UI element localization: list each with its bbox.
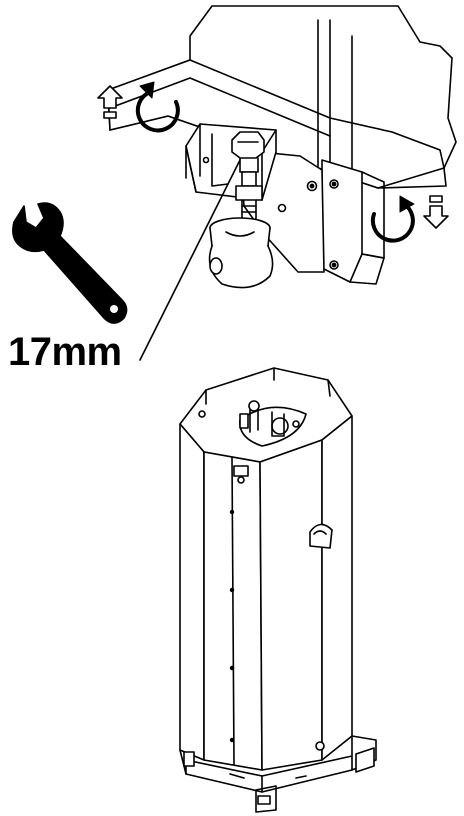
wrench-size-label: 17mm [8,330,122,374]
rotate-clockwise-icon [370,195,415,243]
wrench-icon [12,202,128,324]
rotate-counterclockwise-icon [135,81,180,133]
leader-line [139,159,241,361]
tank-base-detail [107,5,457,289]
water-heater-tank [179,367,377,813]
raise-arrow-icon [97,85,123,119]
lower-arrow-icon [423,195,449,229]
